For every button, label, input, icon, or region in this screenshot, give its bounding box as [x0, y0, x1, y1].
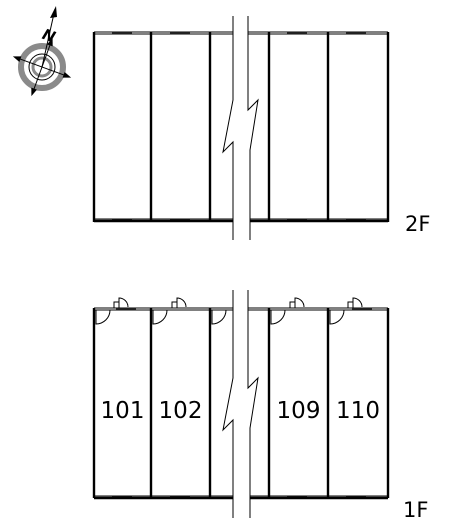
compass-icon: N	[12, 6, 72, 97]
unit-label-102: 102	[159, 398, 203, 424]
floor-1f-plan: 101 102 109 110	[92, 290, 390, 518]
floor-label-1f: 1F	[403, 498, 428, 522]
floor-2f-plan	[92, 16, 390, 240]
floor-label-2f: 2F	[405, 212, 430, 236]
unit-label-101: 101	[101, 398, 145, 424]
utility-marks	[113, 297, 363, 309]
unit-label-109: 109	[277, 398, 321, 424]
unit-label-110: 110	[336, 398, 380, 424]
